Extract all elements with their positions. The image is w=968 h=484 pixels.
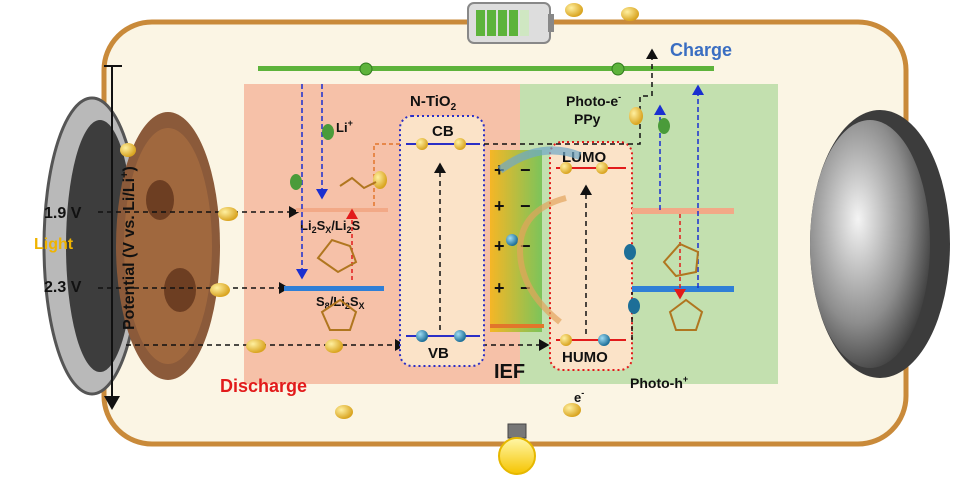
ief-hole: [506, 234, 518, 246]
level-s8-li2sx: [284, 286, 384, 291]
ief-plus-1: +: [494, 160, 505, 180]
humo-label: HUMO: [562, 349, 608, 366]
li-ion-label: Li+: [336, 118, 353, 135]
light-label: Light: [34, 236, 74, 253]
label-1-9v: 1.9 V: [44, 205, 82, 222]
left-electrode: [42, 96, 220, 396]
ief-top-arrow: [497, 146, 582, 174]
axis-title: Potential (V vs. Li/Li+): [119, 166, 138, 330]
lithium-droplets: [290, 118, 670, 314]
level-li2sx-li2s: [296, 208, 388, 212]
ief-plus-4: +: [494, 278, 505, 298]
ppy-box: [549, 141, 633, 371]
ief-transfer-arrow: [516, 195, 567, 325]
discharge-label: Discharge: [220, 376, 307, 396]
cb-electron-1: [416, 138, 428, 150]
label-s8-li2sx: S8/Li2SX: [316, 294, 365, 311]
polysulfide-clusters: [316, 176, 704, 331]
label-li2sx-li2s: Li2SX/Li2S: [300, 218, 360, 235]
ief-plus-2: +: [494, 196, 505, 216]
lumo-electron-2: [596, 162, 608, 174]
lumo-electron-1: [560, 162, 572, 174]
humo-electron: [560, 334, 572, 346]
electron-label: e-: [574, 388, 584, 405]
cb-electron-2: [454, 138, 466, 150]
charge-label: Charge: [670, 40, 732, 60]
ief-plus-3: +: [494, 236, 505, 256]
label-2-3v: 2.3 V: [44, 279, 82, 296]
humo-hole: [598, 334, 610, 346]
right-electrode: [810, 110, 950, 378]
electron-path-to-circuit: [484, 48, 658, 145]
vb-label: VB: [428, 345, 449, 362]
vb-hole-2: [454, 330, 466, 342]
ief-minus-4: −: [520, 278, 531, 298]
light-bulb-icon: [498, 423, 536, 475]
right-level-orange: [632, 208, 734, 214]
ief-minus-1: −: [520, 160, 531, 180]
green-conductor: [258, 66, 714, 71]
tio2-label: N-TiO2: [410, 93, 457, 113]
cb-label: CB: [432, 123, 454, 140]
tio2-box: [399, 115, 485, 367]
electron-droplets: [120, 3, 643, 419]
ief-label: IEF: [494, 361, 525, 383]
ief-minus-2: −: [520, 196, 531, 216]
photo-h-label: Photo-h+: [630, 374, 688, 391]
ppy-label: PPy: [574, 111, 601, 127]
battery-icon: [467, 2, 554, 44]
photo-e-label: Photo-e-: [566, 92, 621, 109]
ief-minus-3: −: [520, 236, 531, 256]
cb-to-sulfur-path: [373, 143, 400, 208]
conductor-node-right: [611, 62, 625, 76]
right-level-blue: [632, 286, 734, 292]
vb-hole-1: [416, 330, 428, 342]
conductor-node-left: [359, 62, 373, 76]
